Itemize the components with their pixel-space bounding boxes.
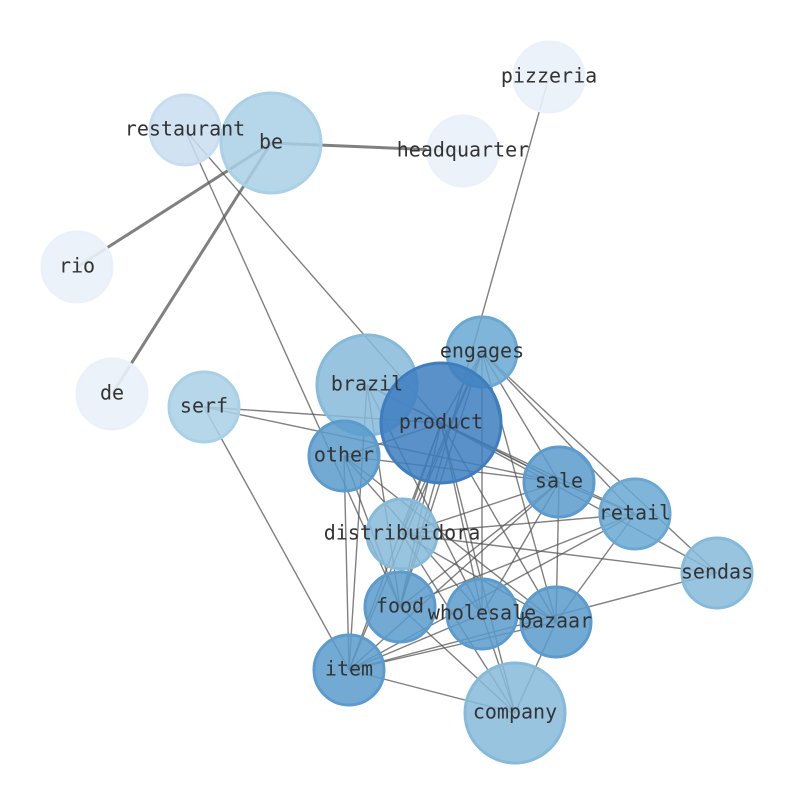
node-circle-other <box>307 419 381 493</box>
edge-serf-item <box>203 406 350 671</box>
node-label: brazil <box>331 372 403 396</box>
node-circle-headquarter <box>426 114 500 188</box>
node-label: retail <box>599 501 671 525</box>
edge-restaurant-food <box>184 129 401 608</box>
edge-engages-sendas <box>481 351 718 574</box>
node-label: item <box>325 657 373 681</box>
node-circle-de <box>75 357 149 431</box>
node-label: wholesale <box>428 601 536 625</box>
node-circle-wholesale <box>445 577 519 651</box>
node-label: sale <box>535 469 583 493</box>
node-label: bazaar <box>520 609 592 633</box>
node-label: food <box>376 594 424 618</box>
edge-other-bazaar <box>343 455 557 623</box>
node-circle-product <box>379 361 503 485</box>
node-circle-food <box>363 570 437 644</box>
edge-retail-food <box>399 513 636 608</box>
node-label: restaurant <box>125 117 245 141</box>
node-label: rio <box>59 254 95 278</box>
node-circle-be <box>219 91 323 195</box>
node-circle-bazaar <box>519 585 593 659</box>
node-circle-rio <box>40 230 114 304</box>
node-circle-sendas <box>680 536 754 610</box>
edge-engages-retail <box>481 351 636 515</box>
node-label: serf <box>180 394 228 418</box>
labels-layer: pizzeria restaurant be headquarter rio de serf… <box>59 64 753 724</box>
node-circle-distribuidora <box>365 497 439 571</box>
edge-distribuidora-sendas <box>401 533 718 574</box>
node-label: company <box>473 700 557 724</box>
node-label: headquarter <box>397 138 529 162</box>
node-label: de <box>100 381 124 405</box>
node-label: be <box>259 130 283 154</box>
node-label: pizzeria <box>501 64 597 88</box>
node-label: other <box>314 443 374 467</box>
node-circle-sale <box>522 445 596 519</box>
node-label: engages <box>440 339 524 363</box>
node-circle-serf <box>167 370 241 444</box>
edge-serf-sale <box>203 406 560 483</box>
node-label: distribuidora <box>324 521 481 545</box>
node-circle-pizzeria <box>512 40 586 114</box>
node-circle-restaurant <box>148 93 222 167</box>
node-circle-company <box>463 661 567 765</box>
node-circle-retail <box>598 477 672 551</box>
edge-retail-distribuidora <box>401 513 636 535</box>
node-label: product <box>399 410 483 434</box>
node-label: sendas <box>681 560 753 584</box>
node-circle-item <box>312 633 386 707</box>
nodes-layer <box>40 40 754 765</box>
